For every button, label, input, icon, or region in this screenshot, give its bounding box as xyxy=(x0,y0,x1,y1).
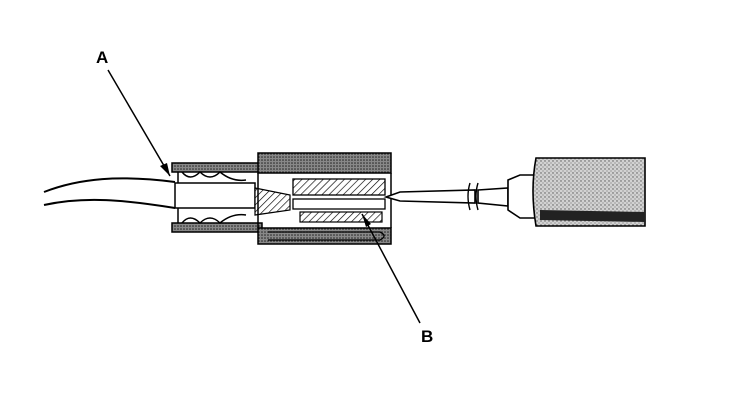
callout-b: B xyxy=(421,327,434,346)
probe-handle xyxy=(507,157,646,227)
callout-a: A xyxy=(96,48,109,67)
leader-line-a xyxy=(107,69,171,177)
wire-left xyxy=(43,177,176,209)
connector-housing-front xyxy=(257,152,392,245)
connector-housing-rear xyxy=(171,162,263,233)
probe-needle xyxy=(383,182,509,211)
wire-inner xyxy=(174,182,291,216)
leader-line-b xyxy=(361,213,421,324)
